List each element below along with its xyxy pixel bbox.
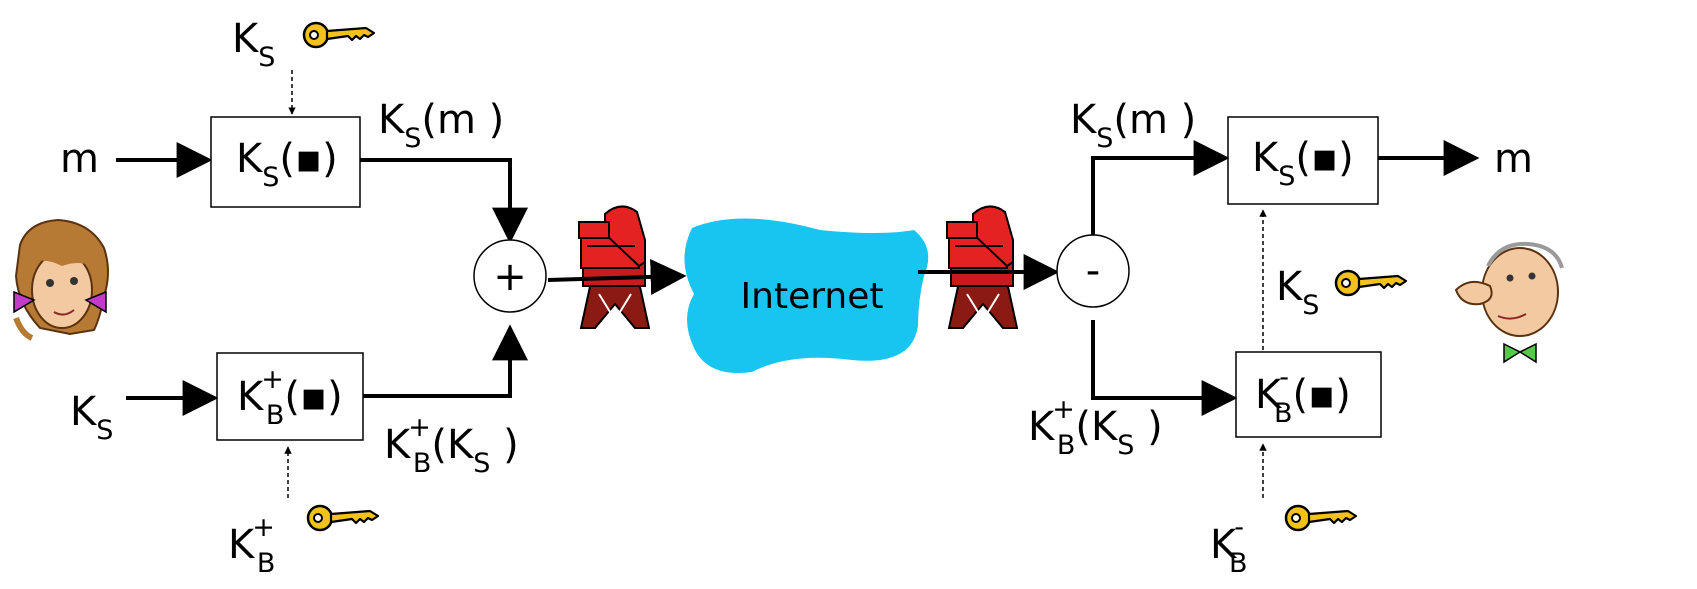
send-arrow bbox=[547, 258, 687, 295]
private-key-decrypt-box bbox=[1235, 351, 1382, 438]
symmetric-input-label: KS(m ) bbox=[1070, 97, 1196, 154]
ciphertext-in-arrow bbox=[1091, 140, 1230, 235]
symmetric-output-label: KS(m ) bbox=[378, 97, 504, 154]
private-key-label: K-B bbox=[1210, 512, 1248, 579]
symmetric-encrypt-box bbox=[210, 116, 361, 208]
key-icon bbox=[302, 21, 376, 49]
sender-session-key-label: KS bbox=[232, 16, 275, 73]
svg-text:KS: KS bbox=[232, 16, 275, 73]
encrypted-key-arrow bbox=[363, 324, 528, 398]
mailbox-icon bbox=[578, 205, 650, 329]
message-output-label: m bbox=[1494, 136, 1533, 182]
private-key-decrypt-label: K-B(▪) bbox=[1255, 362, 1351, 429]
combiner-node bbox=[473, 239, 547, 313]
encrypted-key-input-label: K+B(KS ) bbox=[1028, 394, 1163, 461]
recovered-session-key-label: KS bbox=[1276, 264, 1319, 321]
key-icon bbox=[1334, 269, 1408, 297]
key-icon bbox=[306, 504, 380, 532]
combiner-symbol: + bbox=[493, 254, 527, 300]
cloud-icon bbox=[684, 218, 929, 373]
public-key-label: K+B bbox=[228, 512, 275, 579]
session-key-input-label: KS bbox=[70, 389, 113, 446]
bob-avatar bbox=[1454, 241, 1564, 364]
encrypted-key-label: K+B(KS ) bbox=[384, 412, 519, 479]
public-key-encrypt-box bbox=[216, 352, 364, 441]
key-icon bbox=[1284, 504, 1358, 532]
splitter-symbol: - bbox=[1086, 248, 1100, 294]
symmetric-decrypt-label: KS(▪) bbox=[1252, 135, 1354, 192]
symmetric-decrypt-box bbox=[1227, 116, 1379, 205]
mailbox-icon bbox=[946, 205, 1018, 329]
alice-avatar bbox=[13, 218, 109, 341]
message-input-label: m bbox=[60, 136, 99, 182]
symmetric-encrypt-label: KS(▪) bbox=[236, 136, 338, 193]
ciphertext-arrow bbox=[360, 158, 528, 244]
internet-label: Internet bbox=[741, 276, 884, 317]
encrypted-key-in-arrow bbox=[1091, 320, 1238, 416]
public-key-encrypt-label: K+B(▪) bbox=[237, 364, 343, 431]
